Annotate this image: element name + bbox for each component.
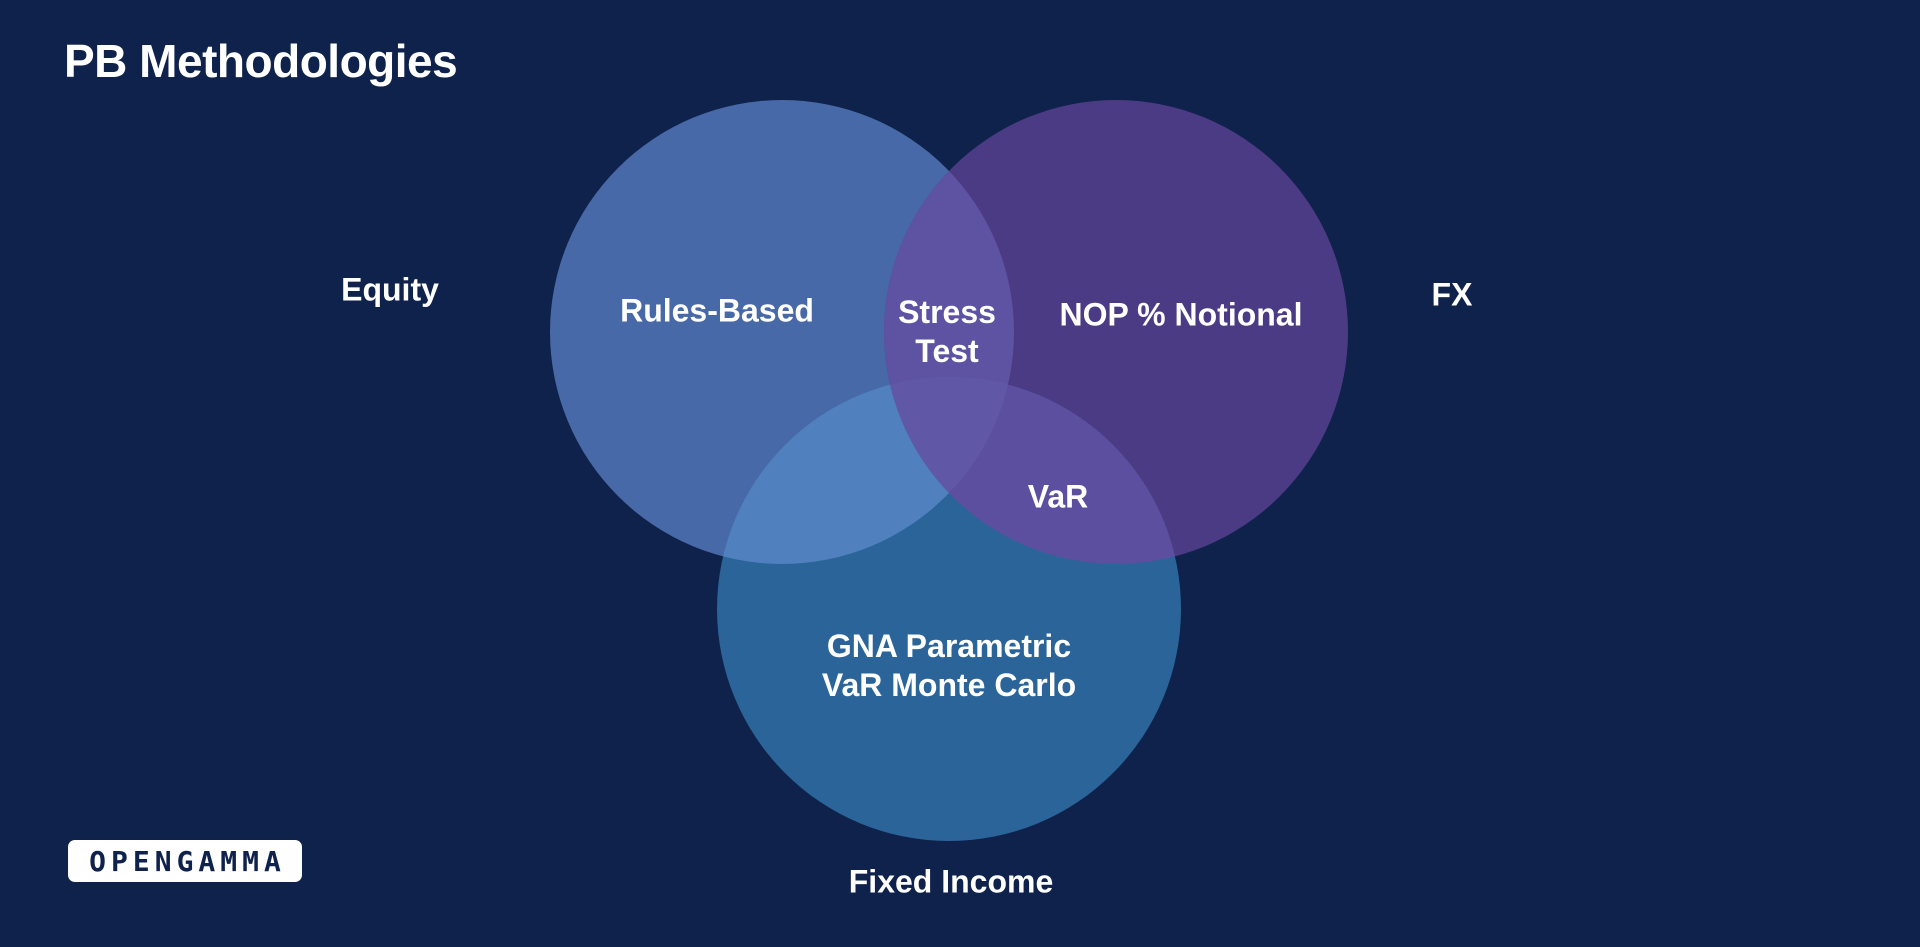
region-stress-test: Stress Test bbox=[898, 294, 996, 369]
set-label-equity: Equity bbox=[341, 271, 439, 308]
set-label-fixed-income: Fixed Income bbox=[848, 863, 1054, 900]
logo-text: OPENGAMMA bbox=[89, 844, 286, 878]
region-gna-var-monte-carlo: GNA Parametric VaR Monte Carlo bbox=[821, 628, 1077, 703]
set-label-fx: FX bbox=[1431, 276, 1473, 313]
opengamma-logo: OPENGAMMA bbox=[68, 840, 302, 882]
page-title: PB Methodologies bbox=[64, 35, 458, 87]
region-nop-notional: NOP % Notional bbox=[1059, 296, 1303, 333]
region-rules-based: Rules-Based bbox=[620, 292, 814, 329]
fx-fixed-income-overlap bbox=[884, 377, 1181, 564]
region-var: VaR bbox=[1027, 478, 1089, 515]
equity-fixed-income-overlap bbox=[717, 377, 1014, 564]
